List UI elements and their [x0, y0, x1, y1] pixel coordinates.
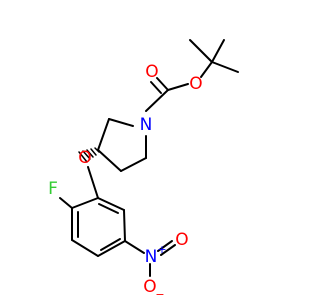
carbonyl-double-bond — [150, 77, 169, 94]
atom-o-nitro-double: O — [175, 230, 188, 250]
molecule-structure: N O O O F N + O O − — [48, 39, 239, 301]
structure-canvas: N O O O F N + O O − — [48, 39, 239, 301]
atom-f: F — [48, 179, 58, 199]
bond-oester-carbonyl — [167, 83, 189, 91]
bond-c-f — [59, 197, 73, 209]
tert-butyl-group — [189, 39, 239, 73]
atom-o-carbonyl: O — [145, 62, 158, 82]
pyrrolidine-ring — [97, 118, 147, 172]
benzene-ring — [71, 197, 126, 257]
atom-n-nitro: N — [145, 247, 158, 267]
atom-o-nitro-single: O — [143, 277, 156, 297]
nitro-double-bond — [157, 240, 176, 256]
charge-minus: − — [155, 288, 164, 300]
bond-tbu-oester — [200, 61, 213, 78]
bond-oether-aryl — [87, 166, 99, 199]
atom-o-ester: O — [189, 74, 202, 94]
bond-carbonyl-n — [145, 89, 169, 112]
atom-n-ring: N — [140, 115, 153, 135]
atom-o-ether: O — [78, 148, 91, 168]
stereo-hash-bond — [78, 147, 100, 163]
bond-c-nnitro — [124, 240, 145, 254]
charge-plus: + — [157, 243, 166, 256]
